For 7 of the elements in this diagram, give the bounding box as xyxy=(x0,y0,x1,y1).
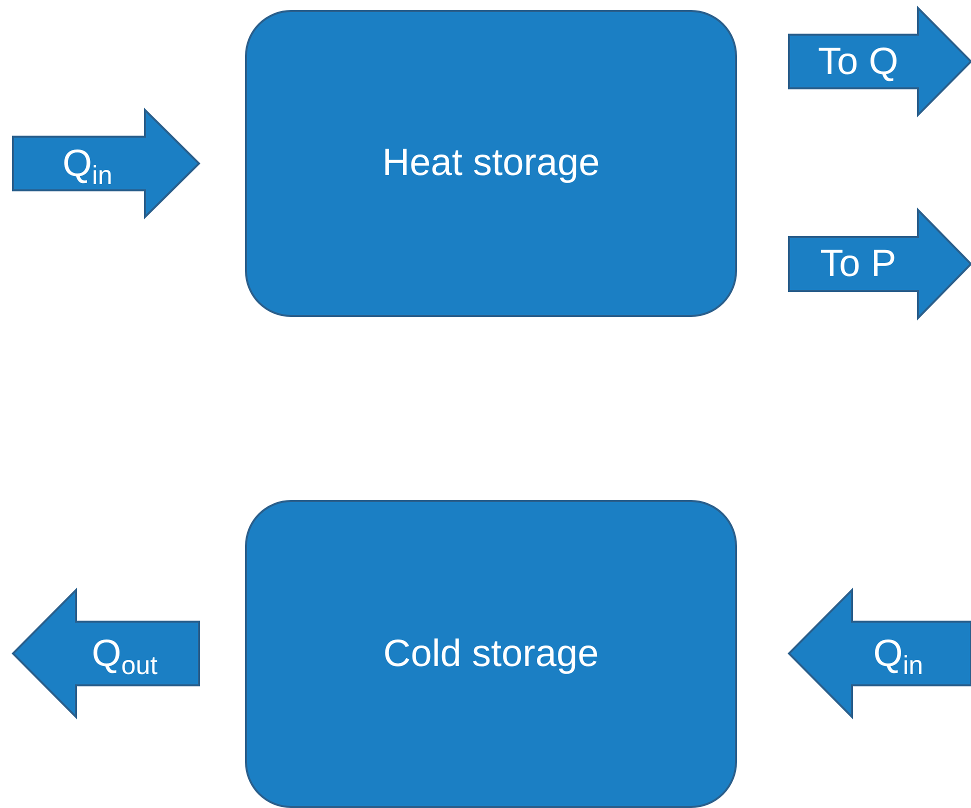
block-arrow: Q$_{in}$ xyxy=(13,110,199,217)
storage-box: Cold storage xyxy=(245,500,737,808)
block-arrow: Q$_{out}$ xyxy=(13,590,199,717)
block-arrow: To Q xyxy=(789,8,971,115)
block-arrow: Q$_{in}$ xyxy=(789,590,971,717)
storage-box: Heat storage xyxy=(245,10,737,317)
block-arrow: To P xyxy=(789,210,971,318)
